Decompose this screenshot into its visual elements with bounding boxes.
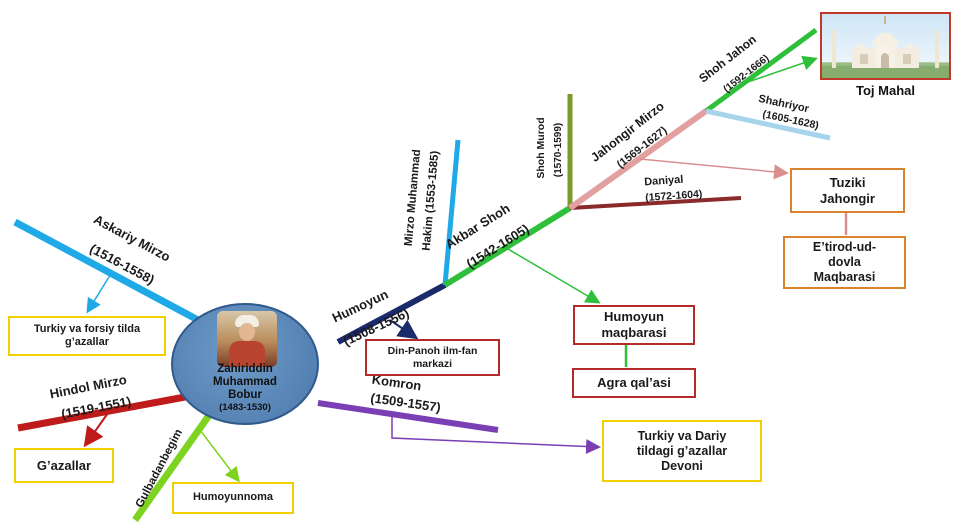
etirod-box: E’tirod-ud- dovla Maqbarasi bbox=[783, 236, 906, 289]
humoyun-arrow bbox=[389, 319, 419, 340]
komron-arrow bbox=[391, 415, 601, 454]
center-name-line1: Zahiriddin bbox=[217, 363, 273, 375]
agra-box: Agra qal’asi bbox=[572, 368, 696, 398]
din-panoh-box: Din-Panoh ilm-fan markazi bbox=[365, 339, 500, 376]
shoh-murod-name-label: Shoh Murod bbox=[535, 117, 547, 178]
hakim-branch-line bbox=[442, 139, 461, 286]
babur-portrait bbox=[217, 311, 277, 367]
gulbadanbegim-arrow bbox=[199, 429, 240, 483]
gazallar-box: G’azallar bbox=[14, 448, 114, 483]
humoyunnoma-box: Humoyunnoma bbox=[172, 482, 294, 514]
jahongir-arrow bbox=[639, 158, 789, 180]
center-name-line3: Bobur bbox=[228, 389, 262, 402]
hakim-name-label: Mirzo Muhammad bbox=[403, 149, 423, 247]
taj-mahal-drawing bbox=[822, 16, 949, 78]
shoh-jahon-branch-line bbox=[704, 27, 818, 114]
askariy-branch-line bbox=[13, 218, 200, 324]
hindol-branch-line bbox=[17, 393, 186, 432]
daniyal-name-label: Daniyal bbox=[644, 174, 684, 189]
humoyun-branch-line bbox=[336, 282, 447, 345]
komron-branch-line bbox=[317, 400, 499, 433]
humoyun-maqbarasi-box: Humoyun maqbarasi bbox=[573, 305, 695, 345]
tuziki-jahongir-box: Tuziki Jahongir bbox=[790, 168, 905, 213]
hindol-arrow bbox=[83, 412, 109, 448]
babur-center-node: Zahiriddin Muhammad Bobur (1483-1530) bbox=[171, 303, 319, 425]
shoh-murod-dates-label: (1570-1599) bbox=[553, 123, 564, 177]
hakim-name2-label: Hakim (1553-1585) bbox=[421, 150, 442, 251]
komron-name-label: Komron bbox=[371, 372, 422, 394]
gulbadanbegim-branch-line bbox=[132, 411, 213, 522]
shahriyor-branch-line bbox=[705, 108, 831, 141]
taj-mahal-caption: Toj Mahal bbox=[856, 83, 915, 98]
center-name-line2: Muhammad bbox=[213, 376, 277, 389]
daniyal-branch-line bbox=[569, 196, 742, 210]
hindol-dates-label: (1519-1551) bbox=[60, 393, 132, 421]
shoh-jahon-arrow bbox=[744, 55, 818, 84]
daniyal-dates-label: (1572-1604) bbox=[645, 188, 703, 204]
taj-mahal-image bbox=[820, 12, 951, 80]
turkiy-dariy-box: Turkiy va Dariy tildagi g’azallar Devoni bbox=[602, 420, 762, 482]
akbar-branch-line bbox=[443, 205, 572, 288]
turkiy-forsiy-box: Turkiy va forsiy tilda g’azallar bbox=[8, 316, 166, 356]
akbar-arrow bbox=[507, 248, 601, 304]
jahongir-branch-line bbox=[568, 108, 708, 211]
askariy-arrow bbox=[86, 271, 113, 314]
center-dates: (1483-1530) bbox=[219, 401, 271, 413]
